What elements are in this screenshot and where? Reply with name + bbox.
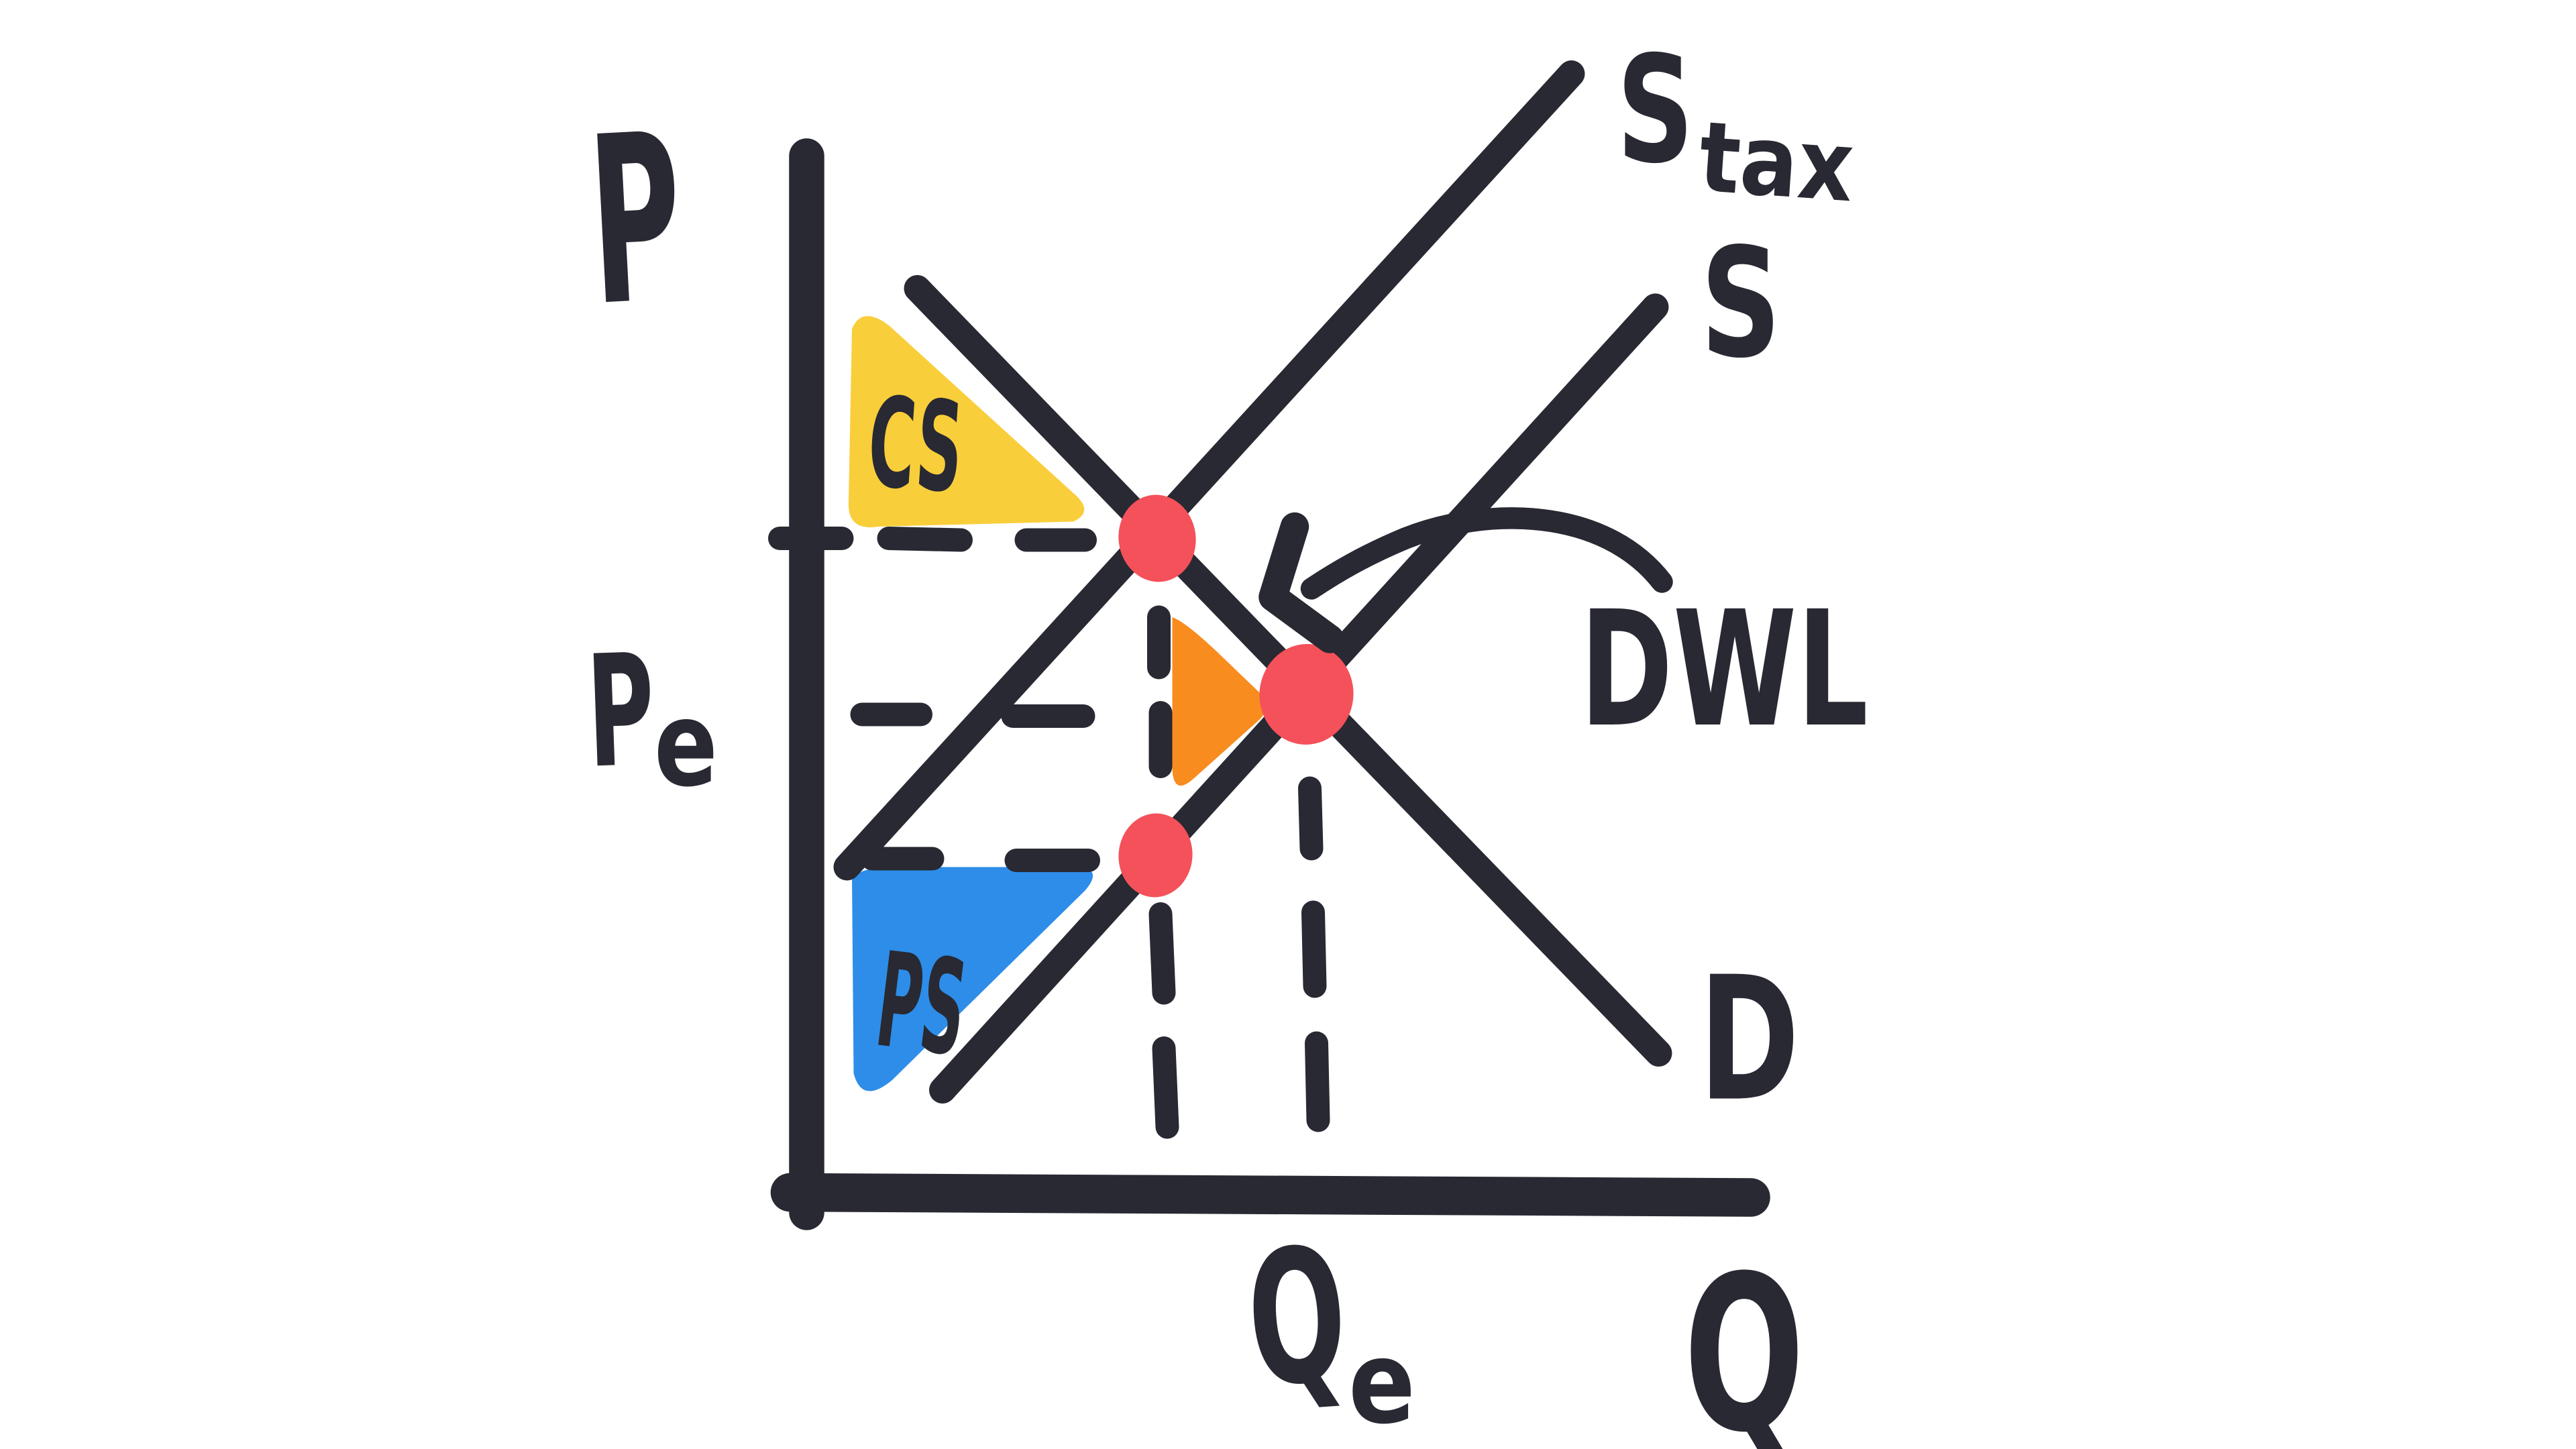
equilibrium-quantity-dashed-line <box>1298 776 1330 1132</box>
supply-tax-curve-label-main: S <box>1617 24 1694 196</box>
welfare-areas <box>848 316 1267 1091</box>
supply-tax-curve-label-sub: tax <box>1695 101 1857 225</box>
intersection-points <box>1118 494 1354 898</box>
demand-curve-label: D <box>1699 941 1800 1140</box>
consumer-surplus-area <box>848 316 1085 528</box>
seller-price-dashed-line <box>860 847 1100 872</box>
consumer-surplus-label: CS <box>864 370 968 521</box>
equilibrium-price-label-sub: e <box>654 677 718 813</box>
seller-price-point-dot <box>1118 813 1193 898</box>
supply-tax-curve-line <box>833 60 1585 881</box>
producer-surplus-label: PS <box>869 924 974 1085</box>
equilibrium-point-dot <box>1259 644 1354 745</box>
y-axis-label: P <box>584 84 688 358</box>
buyer-price-dashed-line <box>768 527 1097 552</box>
producer-surplus-area <box>852 866 1093 1091</box>
dwl-arrowhead-icon <box>1258 512 1344 653</box>
x-axis-line <box>770 1173 1770 1217</box>
supply-curve-label: S <box>1701 216 1781 392</box>
dwl-arrow-curve <box>1300 507 1673 600</box>
equilibrium-price-label-main: P <box>584 621 657 802</box>
x-axis-label: Q <box>1684 1230 1805 1449</box>
dashed-guides <box>768 527 1330 1139</box>
deadweight-loss-area <box>1172 617 1267 786</box>
tax-quantity-dashed-line <box>1147 605 1179 1139</box>
axes <box>770 138 1770 1230</box>
equilibrium-quantity-label-main: Q <box>1241 1208 1353 1428</box>
deadweight-loss-label: DWL <box>1580 578 1868 763</box>
equilibrium-quantity-label-sub: e <box>1348 1317 1415 1449</box>
dwl-arrow <box>1258 507 1673 653</box>
equilibrium-price-dashed-line <box>850 702 1095 728</box>
buyer-price-point-dot <box>1118 494 1196 582</box>
labels: P P e S tax S D DWL CS PS Q e Q <box>584 24 1868 1449</box>
